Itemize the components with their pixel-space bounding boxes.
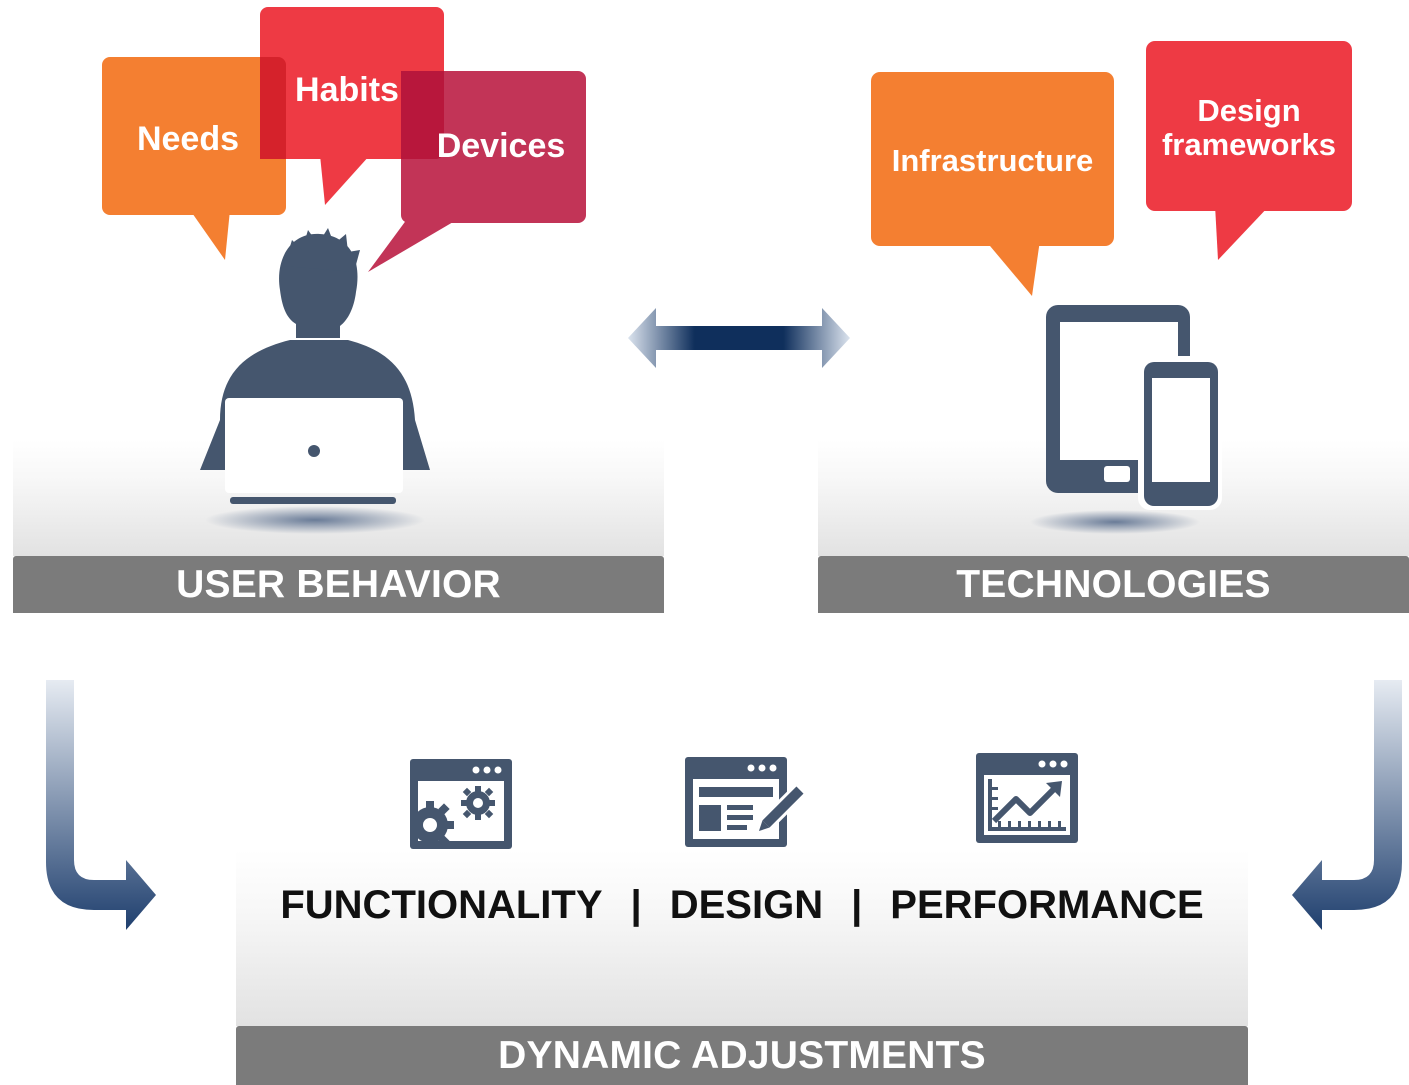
- double-arrow-icon: [628, 308, 850, 368]
- habits-text: Habits: [295, 71, 399, 110]
- design-frameworks-bubble: [1146, 41, 1352, 260]
- functionality-label: FUNCTIONALITY: [280, 882, 603, 927]
- devices-bubble: [368, 71, 586, 272]
- needs-bubble: [102, 57, 286, 260]
- dynamic-adjustments-panel: [236, 850, 1248, 1026]
- needs-text: Needs: [136, 120, 240, 159]
- user-at-laptop-icon: [200, 228, 430, 534]
- user-behavior-bar: USER BEHAVIOR: [13, 556, 664, 613]
- technologies-label: TECHNOLOGIES: [956, 562, 1271, 606]
- separator-2: |: [851, 882, 863, 927]
- design-icon: [685, 757, 810, 847]
- dynamic-adjustments-bar: DYNAMIC ADJUSTMENTS: [236, 1026, 1248, 1085]
- left-curved-arrow-icon: [46, 680, 156, 930]
- separator-1: |: [630, 882, 642, 927]
- design-frameworks-text: Design frameworks: [1161, 92, 1337, 162]
- devices-text: Devices: [436, 127, 566, 166]
- focus-areas-row: FUNCTIONALITY | DESIGN | PERFORMANCE: [236, 878, 1248, 932]
- right-curved-arrow-icon: [1292, 680, 1402, 930]
- infrastructure-bubble: [871, 72, 1114, 296]
- speech-bubbles-graphic: [102, 7, 1352, 296]
- dynamic-adjustments-label: DYNAMIC ADJUSTMENTS: [498, 1033, 986, 1077]
- design-label: DESIGN: [669, 882, 824, 927]
- tablet-and-phone-icon: [1030, 305, 1222, 534]
- user-behavior-label: USER BEHAVIOR: [176, 562, 501, 606]
- functionality-icon: [410, 759, 512, 849]
- performance-label: PERFORMANCE: [890, 882, 1204, 927]
- technologies-bar: TECHNOLOGIES: [818, 556, 1409, 613]
- performance-icon: [976, 753, 1078, 843]
- infrastructure-text: Infrastructure: [891, 142, 1094, 178]
- habits-bubble: [260, 7, 444, 205]
